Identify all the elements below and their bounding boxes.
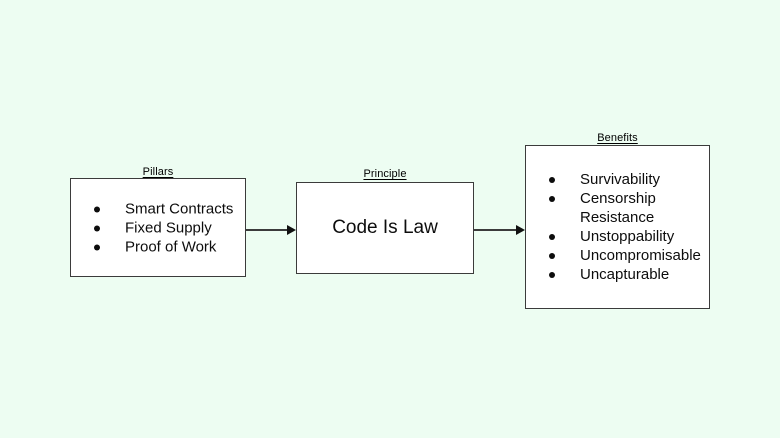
- list-item-label: Proof of Work: [125, 238, 217, 255]
- principle-box[interactable]: Code Is Law: [296, 182, 474, 274]
- list-item: Proof of Work: [89, 237, 235, 256]
- list-item-label: Censorship Resistance: [580, 190, 656, 226]
- list-item: Censorship Resistance: [544, 189, 699, 227]
- bullet-icon: [94, 244, 100, 250]
- pillars-box[interactable]: Smart Contracts Fixed Supply Proof of Wo…: [70, 178, 246, 277]
- bullet-icon: [94, 225, 100, 231]
- benefits-list: Survivability Censorship Resistance Unst…: [544, 170, 701, 284]
- pillars-group-label: Pillars: [142, 166, 174, 178]
- pillars-list: Smart Contracts Fixed Supply Proof of Wo…: [89, 199, 235, 256]
- list-item-label: Unstoppability: [580, 228, 675, 245]
- list-item-label: Uncompromisable: [580, 247, 701, 264]
- principle-group-label: Principle: [363, 168, 407, 180]
- list-item-label: Fixed Supply: [125, 219, 212, 236]
- bullet-icon: [94, 206, 100, 212]
- connector-pillars-to-principle: [246, 223, 296, 237]
- arrowhead-icon: [287, 224, 296, 235]
- bullet-icon: [549, 234, 555, 240]
- benefits-group-label: Benefits: [597, 132, 638, 144]
- list-item: Unstoppability: [544, 227, 699, 246]
- connector-line: [474, 229, 517, 231]
- list-item-label: Survivability: [580, 171, 661, 188]
- bullet-icon: [549, 253, 555, 259]
- list-item-label: Smart Contracts: [125, 200, 234, 217]
- list-item: Uncompromisable: [544, 246, 701, 265]
- principle-text: Code Is Law: [332, 217, 438, 238]
- arrowhead-icon: [516, 224, 525, 235]
- list-item: Smart Contracts: [89, 199, 235, 218]
- list-item-label: Uncapturable: [580, 266, 670, 283]
- connector-principle-to-benefits: [474, 223, 526, 237]
- bullet-icon: [549, 196, 555, 202]
- list-item: Survivability: [544, 170, 699, 189]
- benefits-box[interactable]: Survivability Censorship Resistance Unst…: [525, 145, 710, 309]
- bullet-icon: [549, 272, 555, 278]
- bullet-icon: [549, 177, 555, 183]
- connector-line: [246, 229, 288, 231]
- list-item: Fixed Supply: [89, 218, 235, 237]
- list-item: Uncapturable: [544, 265, 699, 284]
